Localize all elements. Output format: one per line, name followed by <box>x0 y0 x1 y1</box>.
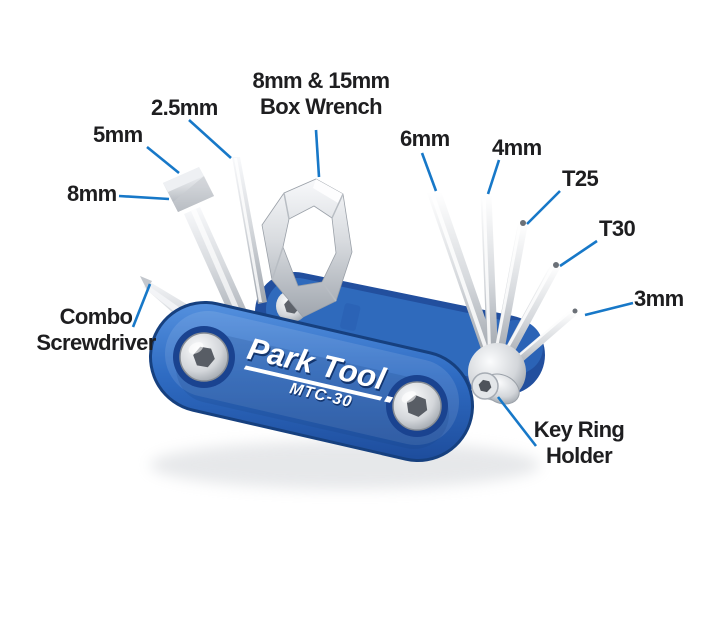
hex-5mm-shaft <box>184 207 255 336</box>
hex-key-fan <box>427 185 579 401</box>
hex-key-6mm <box>427 185 502 375</box>
callout-3mm: 3mm <box>634 286 684 311</box>
leader-line-t25 <box>526 190 561 225</box>
tool-body: Park Tool Park Tool MTC-30 MTC-30 <box>149 301 474 462</box>
leader-line-2-5mm <box>188 119 232 159</box>
key-ring-holder-part <box>471 372 520 405</box>
callout-key-ring-holder: Key Ring Holder <box>533 417 625 468</box>
callout-2-5mm: 2.5mm <box>151 95 218 120</box>
leader-line-6mm <box>420 152 438 192</box>
body-tab <box>340 303 361 331</box>
callout-6mm: 6mm <box>400 126 450 151</box>
leader-line-4mm <box>486 159 501 195</box>
logo-period <box>384 396 394 403</box>
callout-5mm: 5mm <box>93 122 143 147</box>
logo-underline <box>243 365 383 401</box>
body-bolt-right <box>386 375 448 437</box>
leader-line-combo <box>131 283 152 328</box>
leader-line-8mm <box>118 194 170 201</box>
socket-8mm-bit <box>163 167 214 212</box>
callout-t25: T25 <box>562 166 599 191</box>
leader-line-3mm <box>584 301 634 317</box>
tool-shadow <box>150 441 540 489</box>
callout-box-wrench: 8mm & 15mm Box Wrench <box>252 68 390 119</box>
leader-line-t30 <box>559 239 598 268</box>
callout-combo-screwdriver: Combo Screwdriver <box>36 304 156 355</box>
callout-8mm: 8mm <box>67 181 117 206</box>
leader-line-key-ring <box>496 396 538 447</box>
hex-key-4mm <box>480 189 499 372</box>
leader-line-5mm <box>146 145 180 175</box>
leader-lines <box>118 119 634 447</box>
leader-line-box-wrench <box>314 129 321 178</box>
box-wrench-head <box>261 178 353 318</box>
callout-t30: T30 <box>599 216 636 241</box>
callout-4mm: 4mm <box>492 135 542 160</box>
body-bolt-left <box>173 326 235 388</box>
hex-2-5mm-rod <box>232 157 267 304</box>
